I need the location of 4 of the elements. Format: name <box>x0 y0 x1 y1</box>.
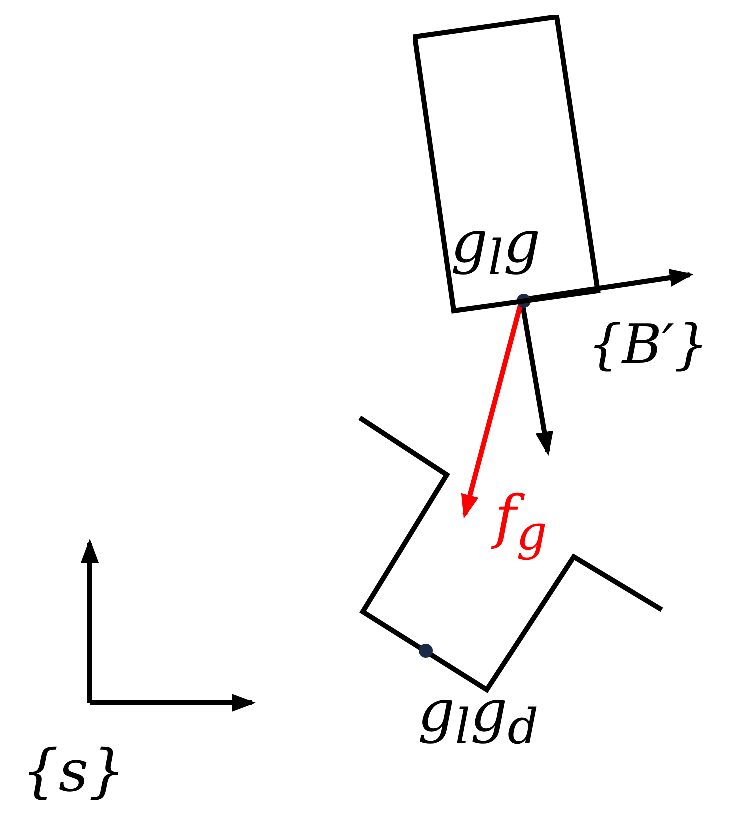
frame-label: {B′} <box>588 318 709 372</box>
point-label: g$_{l}$g <box>451 213 541 283</box>
frame-label: {s} <box>22 742 126 800</box>
point-label: g$_{l}$g$_{d}$ <box>418 682 539 752</box>
